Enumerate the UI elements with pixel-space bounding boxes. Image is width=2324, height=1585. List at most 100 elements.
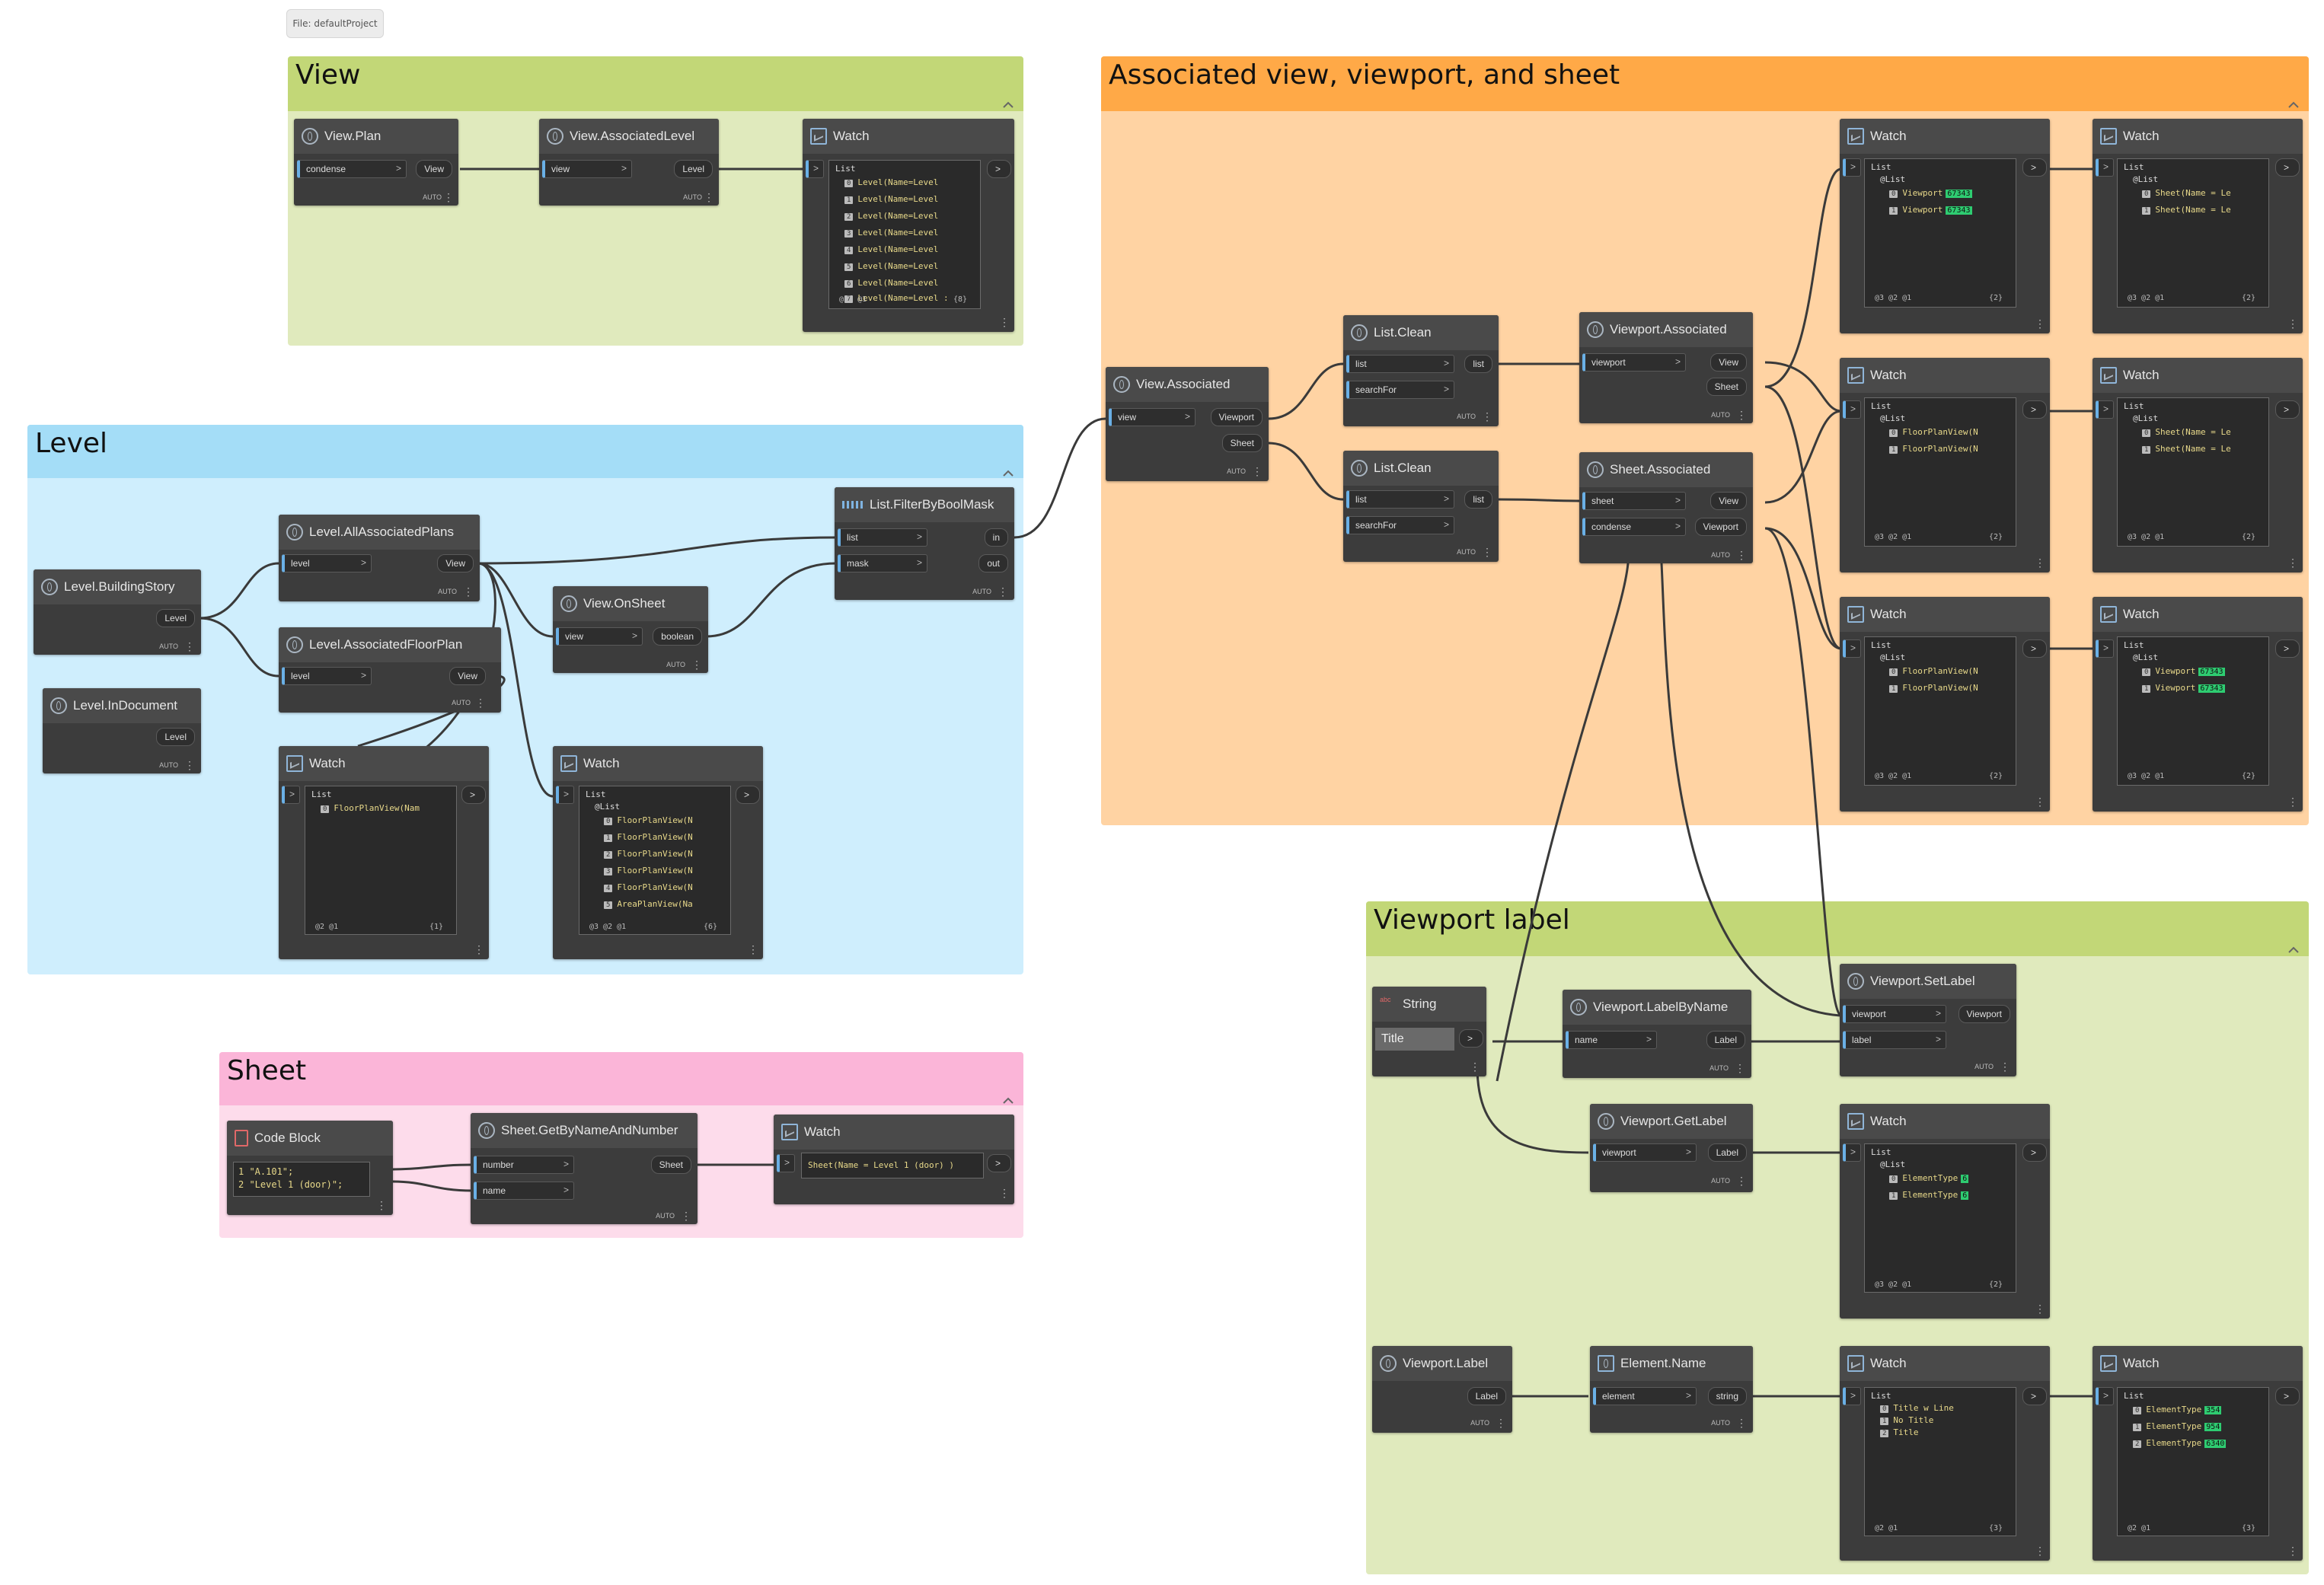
node-level-all-associated-plans[interactable]: Level.AllAssociatedPlans level> View AUT… xyxy=(279,515,480,601)
chevron-up-icon[interactable] xyxy=(1002,469,1014,478)
output-port[interactable]: > xyxy=(2022,158,2047,177)
code-editor[interactable]: 1 "A.101"; 2 "Level 1 (door)"; xyxy=(233,1162,370,1197)
output-port[interactable]: boolean xyxy=(653,627,702,646)
node-view-associated[interactable]: View.Associated view> Viewport Sheet AUT… xyxy=(1106,367,1269,481)
more-icon[interactable]: ⋮ xyxy=(184,759,195,771)
input-port[interactable]: viewport> xyxy=(1593,1143,1697,1162)
more-icon[interactable]: ⋮ xyxy=(691,659,702,671)
output-port[interactable]: Level xyxy=(156,609,195,627)
input-port[interactable]: > xyxy=(1843,158,1861,177)
more-icon[interactable]: ⋮ xyxy=(475,697,486,709)
more-icon[interactable]: ⋮ xyxy=(681,1210,691,1222)
more-icon[interactable]: ⋮ xyxy=(2000,1060,2010,1073)
more-icon[interactable]: ⋮ xyxy=(2035,796,2045,808)
chevron-up-icon[interactable] xyxy=(2287,100,2300,110)
node-element-name[interactable]: Element.Name element> string AUTO ⋮ xyxy=(1590,1346,1753,1433)
node-viewport-associated[interactable]: Viewport.Associated viewport> View Sheet… xyxy=(1579,312,1753,423)
output-port[interactable]: string xyxy=(1707,1387,1747,1405)
input-port[interactable]: number> xyxy=(474,1156,574,1174)
more-icon[interactable]: ⋮ xyxy=(1735,1062,1745,1074)
node-viewport-set-label[interactable]: Viewport.SetLabel viewport> label> Viewp… xyxy=(1840,964,2016,1076)
output-port[interactable]: > xyxy=(461,786,486,804)
input-port[interactable]: > xyxy=(1843,639,1861,658)
more-icon[interactable]: ⋮ xyxy=(2035,317,2045,330)
input-port[interactable]: viewport> xyxy=(1843,1005,1946,1023)
chevron-up-icon[interactable] xyxy=(2287,946,2300,955)
input-port[interactable]: list> xyxy=(1346,490,1454,509)
input-port[interactable]: element> xyxy=(1593,1387,1697,1405)
output-port[interactable]: list xyxy=(1464,490,1492,509)
output-port[interactable]: Sheet xyxy=(1706,378,1747,396)
more-icon[interactable]: ⋮ xyxy=(704,191,714,203)
output-port[interactable]: Sheet xyxy=(1221,434,1263,452)
more-icon[interactable]: ⋮ xyxy=(443,191,454,203)
input-port[interactable]: level> xyxy=(282,554,372,572)
output-port[interactable]: Viewport xyxy=(1958,1005,2010,1023)
input-port[interactable]: name> xyxy=(1566,1031,1657,1049)
output-port[interactable]: Label xyxy=(1707,1143,1747,1162)
more-icon[interactable]: ⋮ xyxy=(1252,465,1263,477)
input-port[interactable]: list> xyxy=(1346,355,1454,373)
more-icon[interactable]: ⋮ xyxy=(2287,557,2298,569)
string-value-input[interactable]: Title xyxy=(1375,1028,1454,1051)
more-icon[interactable]: ⋮ xyxy=(463,585,474,598)
node-sheet-get-by-name-and-number[interactable]: Sheet.GetByNameAndNumber number> name> S… xyxy=(471,1113,698,1224)
input-port[interactable]: > xyxy=(1843,1387,1861,1405)
more-icon[interactable]: ⋮ xyxy=(2287,317,2298,330)
output-port[interactable]: View xyxy=(449,667,486,685)
input-port[interactable]: viewport> xyxy=(1582,353,1686,372)
output-port[interactable]: > xyxy=(2022,400,2047,419)
node-viewport-label[interactable]: Viewport.Label Label AUTO ⋮ xyxy=(1372,1346,1512,1433)
output-port[interactable]: View xyxy=(416,160,452,178)
more-icon[interactable]: ⋮ xyxy=(1736,409,1747,421)
output-port[interactable]: > xyxy=(2275,1387,2300,1405)
node-view-plan[interactable]: View.Plan condense> View AUTO ⋮ xyxy=(294,119,458,206)
more-icon[interactable]: ⋮ xyxy=(1470,1060,1480,1073)
input-port[interactable]: > xyxy=(2096,1387,2114,1405)
output-port[interactable]: View xyxy=(1710,492,1747,510)
more-icon[interactable]: ⋮ xyxy=(376,1199,387,1211)
input-port[interactable]: label> xyxy=(1843,1031,1946,1049)
more-icon[interactable]: ⋮ xyxy=(748,943,758,955)
output-port[interactable]: > xyxy=(2022,639,2047,658)
input-port[interactable]: > xyxy=(556,786,574,804)
input-port[interactable]: view> xyxy=(542,160,632,178)
output-port[interactable]: > xyxy=(987,160,1011,178)
more-icon[interactable]: ⋮ xyxy=(1482,410,1492,423)
input-port[interactable]: view> xyxy=(556,627,643,646)
more-icon[interactable]: ⋮ xyxy=(2035,557,2045,569)
node-level-in-document[interactable]: Level.InDocument Level AUTO ⋮ xyxy=(43,688,201,773)
more-icon[interactable]: ⋮ xyxy=(999,316,1010,328)
more-icon[interactable]: ⋮ xyxy=(1736,549,1747,561)
more-icon[interactable]: ⋮ xyxy=(2035,1545,2045,1557)
chevron-up-icon[interactable] xyxy=(1002,100,1014,110)
output-port[interactable]: in xyxy=(984,528,1008,547)
input-port[interactable]: > xyxy=(2096,158,2114,177)
node-watch[interactable]: Watch > > Sheet(Name = Level 1 (door) ) … xyxy=(774,1115,1014,1204)
more-icon[interactable]: ⋮ xyxy=(184,640,195,652)
more-icon[interactable]: ⋮ xyxy=(1496,1417,1506,1429)
input-port[interactable]: condense> xyxy=(1582,518,1686,536)
input-port[interactable]: > xyxy=(282,786,300,804)
node-list-clean[interactable]: List.Clean list> searchFor> list AUTO ⋮ xyxy=(1343,451,1499,562)
input-port[interactable]: > xyxy=(806,160,824,178)
output-port[interactable]: list xyxy=(1464,355,1492,373)
input-port[interactable]: > xyxy=(777,1154,795,1172)
more-icon[interactable]: ⋮ xyxy=(2287,1545,2298,1557)
more-icon[interactable]: ⋮ xyxy=(1736,1417,1747,1429)
output-port[interactable]: Viewport xyxy=(1210,408,1263,426)
node-list-clean[interactable]: List.Clean list> searchFor> list AUTO ⋮ xyxy=(1343,315,1499,426)
node-view-associated-level[interactable]: View.AssociatedLevel view> Level AUTO ⋮ xyxy=(539,119,719,206)
